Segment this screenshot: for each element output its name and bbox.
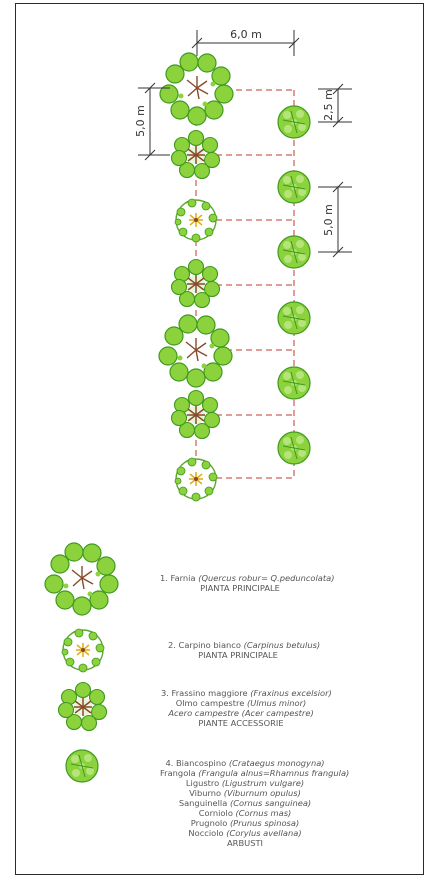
shrub (277, 366, 311, 400)
legend-line: 2. Carpino bianco (Carpinus betulus) (168, 640, 321, 650)
legend-category: ARBUSTI (227, 838, 263, 848)
tree-farnia (159, 52, 234, 126)
legend-line: Viburno (Viburnum opulus) (189, 788, 301, 798)
shrub (277, 301, 311, 335)
dimension-shrub-spacing-large: 5,0 m (322, 204, 335, 236)
legend-line: Nocciolo (Corylus avellana) (188, 828, 302, 838)
legend-line: Acero campestre (Acer campestre) (168, 708, 314, 718)
legend-category: PIANTA PRINCIPALE (200, 583, 280, 593)
shrub (277, 235, 311, 269)
legend-line: Olmo campestre (Ulmus minor) (175, 698, 307, 708)
shrub (277, 431, 311, 465)
legend-arbusti: 4. Biancospino (Crataegus monogyna) Fran… (160, 758, 350, 848)
legend-line: Prugnolo (Prunus spinosa) (190, 818, 300, 828)
legend-category: PIANTE ACCESSORIE (198, 718, 284, 728)
shrub (277, 170, 311, 204)
legend-carpino: 2. Carpino bianco (Carpinus betulus) PIA… (168, 640, 321, 660)
legend-line: 1. Farnia (Quercus robur= Q.peduncolata) (160, 573, 335, 583)
legend-frassino: 3. Frassino maggiore (Fraxinus excelsior… (161, 688, 332, 728)
tree-frassino (170, 389, 221, 440)
tree-carpino (174, 457, 218, 502)
dimension-shrub-spacing-small: 2,5 m (322, 89, 335, 121)
tree-farnia (158, 314, 233, 388)
farnia-symbol-icon (44, 542, 119, 616)
tree-carpino (174, 198, 218, 243)
legend-line: Sanguinella (Cornus sanguinea) (178, 798, 312, 808)
legend-farnia: 1. Farnia (Quercus robur= Q.peduncolata)… (160, 573, 335, 593)
drawing-frame (15, 3, 424, 875)
shrub (277, 105, 311, 139)
carpino-symbol-icon (61, 628, 105, 673)
dimension-tree-spacing: 5,0 m (134, 105, 147, 137)
legend-line: Corniolo (Cornus mas) (198, 808, 292, 818)
legend-category: PIANTA PRINCIPALE (198, 650, 278, 660)
arbusto-symbol-icon (65, 749, 99, 783)
frassino-symbol-icon (57, 681, 108, 732)
legend-line: 4. Biancospino (Crataegus monogyna) (165, 758, 325, 768)
legend-line: 3. Frassino maggiore (Fraxinus excelsior… (161, 688, 332, 698)
tree-frassino (170, 258, 221, 309)
legend-line: Ligustro (Ligustrum vulgare) (185, 778, 305, 788)
tree-frassino (170, 129, 221, 180)
legend-line: Frangola (Frangula alnus=Rhamnus frangul… (160, 768, 350, 778)
dimension-row-spacing: 6,0 m (230, 28, 262, 41)
